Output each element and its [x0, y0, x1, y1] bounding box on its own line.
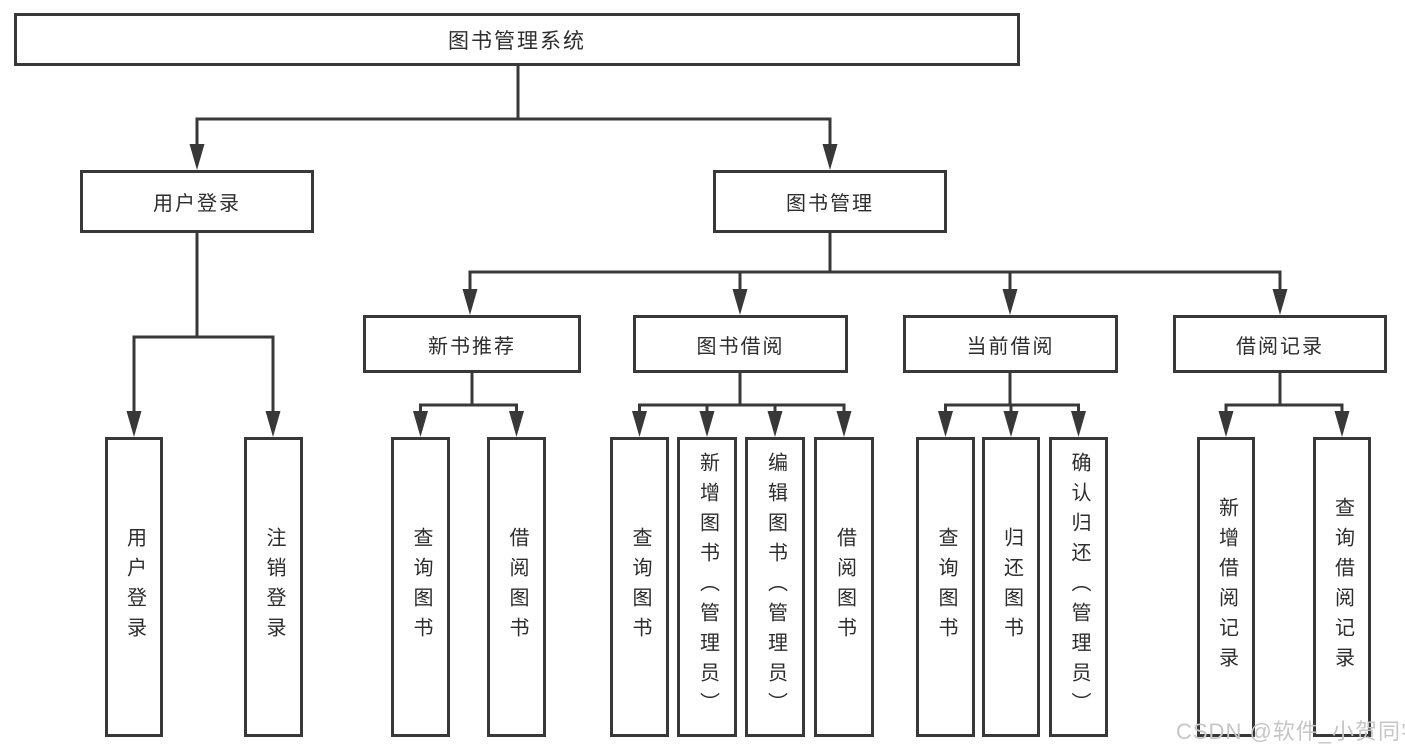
node-label: 图书管理	[786, 193, 874, 215]
leaf-label: 借阅图书	[833, 527, 856, 647]
node-label: 借阅记录	[1236, 335, 1324, 358]
arrowhead	[836, 411, 852, 437]
leaf-label: 查询图书	[629, 527, 651, 647]
leaf-add-borrow-record: 新增借阅记录	[1197, 437, 1255, 737]
leaf-query-books-current: 查询图书	[916, 437, 975, 737]
leaf-label: 确认归还（管理员）	[1068, 452, 1090, 722]
arrowhead	[732, 289, 748, 315]
arrowhead	[509, 411, 524, 437]
node-label: 图书管理系统	[448, 29, 586, 53]
node-user-login-branch: 用户登录	[80, 170, 314, 233]
leaf-label: 借阅图书	[506, 527, 528, 647]
leaf-label: 编辑图书（管理员）	[764, 452, 787, 722]
leaf-edit-books-admin: 编辑图书（管理员）	[745, 437, 805, 737]
arrowhead	[938, 411, 953, 437]
leaf-logout: 注销登录	[244, 437, 303, 737]
arrowhead	[265, 411, 281, 437]
leaf-label: 新增借阅记录	[1215, 497, 1238, 677]
watermark: CSDN @软件_小贺同学	[1176, 719, 1405, 744]
arrowhead	[632, 411, 647, 437]
node-new-book-recommend: 新书推荐	[363, 315, 581, 373]
node-label: 用户登录	[153, 193, 241, 215]
leaf-label: 注销登录	[263, 527, 285, 647]
leaf-borrow-books-recommend: 借阅图书	[487, 437, 546, 737]
arrowhead	[767, 411, 783, 437]
arrowhead	[822, 144, 838, 170]
leaf-label: 查询借阅记录	[1331, 497, 1354, 677]
arrowhead	[413, 411, 428, 437]
node-label: 当前借阅	[966, 335, 1055, 358]
leaf-label: 用户登录	[123, 527, 146, 647]
leaf-query-books-borrowing: 查询图书	[610, 437, 669, 737]
arrowhead	[189, 144, 205, 170]
node-current-borrowing: 当前借阅	[903, 315, 1118, 373]
node-library-management-system: 图书管理系统	[14, 13, 1020, 66]
arrowhead	[1071, 411, 1086, 437]
leaf-label: 查询图书	[935, 527, 957, 647]
leaf-label: 查询图书	[410, 527, 432, 647]
arrowhead	[126, 411, 142, 437]
node-borrowing-records: 借阅记录	[1173, 315, 1387, 373]
arrowhead	[1272, 289, 1288, 315]
arrowhead	[1002, 289, 1018, 315]
arrowhead	[1218, 411, 1234, 437]
arrowhead	[1003, 411, 1019, 437]
leaf-return-books: 归还图书	[982, 437, 1040, 737]
leaf-label: 归还图书	[1000, 527, 1023, 647]
node-book-borrowing: 图书借阅	[633, 315, 848, 373]
leaf-query-borrow-record: 查询借阅记录	[1313, 437, 1371, 737]
arrowhead	[462, 289, 478, 315]
leaf-label: 新增图书（管理员）	[696, 452, 719, 722]
arrowhead	[1334, 411, 1350, 437]
node-label: 新书推荐	[428, 335, 516, 358]
leaf-confirm-return-admin: 确认归还（管理员）	[1049, 437, 1108, 737]
leaf-borrow-books: 借阅图书	[814, 437, 874, 737]
node-book-management: 图书管理	[713, 170, 947, 233]
leaf-user-login: 用户登录	[105, 437, 163, 737]
leaf-add-books-admin: 新增图书（管理员）	[677, 437, 737, 737]
arrowhead	[699, 411, 715, 437]
node-label: 图书借阅	[696, 335, 785, 358]
leaf-query-books-recommend: 查询图书	[391, 437, 450, 737]
